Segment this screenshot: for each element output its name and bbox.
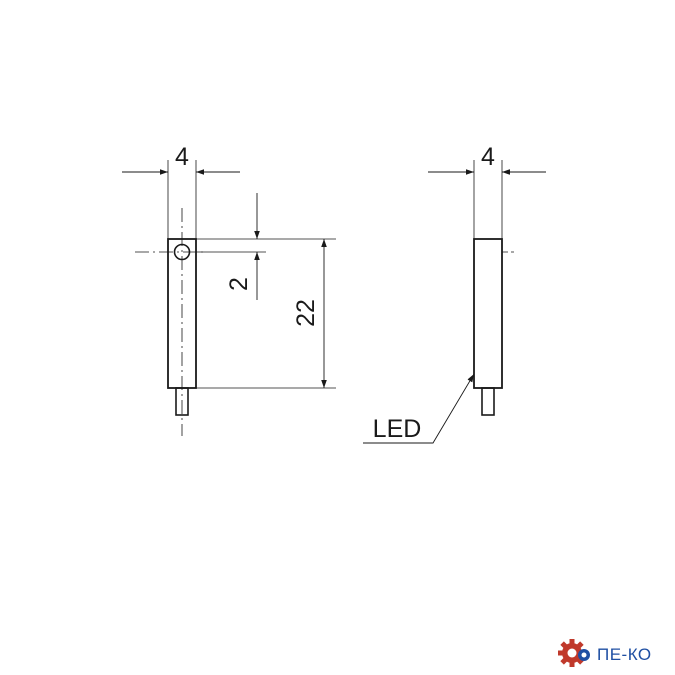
side-width-label: 4 bbox=[481, 143, 495, 171]
led-leader-line bbox=[363, 373, 475, 444]
side-body bbox=[473, 238, 503, 389]
front-view bbox=[122, 160, 336, 436]
hole-offset-label: 2 bbox=[225, 277, 253, 291]
front-width-label: 4 bbox=[175, 143, 189, 171]
led-label: LED bbox=[373, 415, 422, 443]
logo-text: ПЕ-КО bbox=[597, 645, 652, 664]
side-view bbox=[363, 160, 546, 444]
gear-icon bbox=[558, 639, 590, 667]
side-cable bbox=[481, 387, 495, 416]
height-label: 22 bbox=[292, 299, 320, 327]
